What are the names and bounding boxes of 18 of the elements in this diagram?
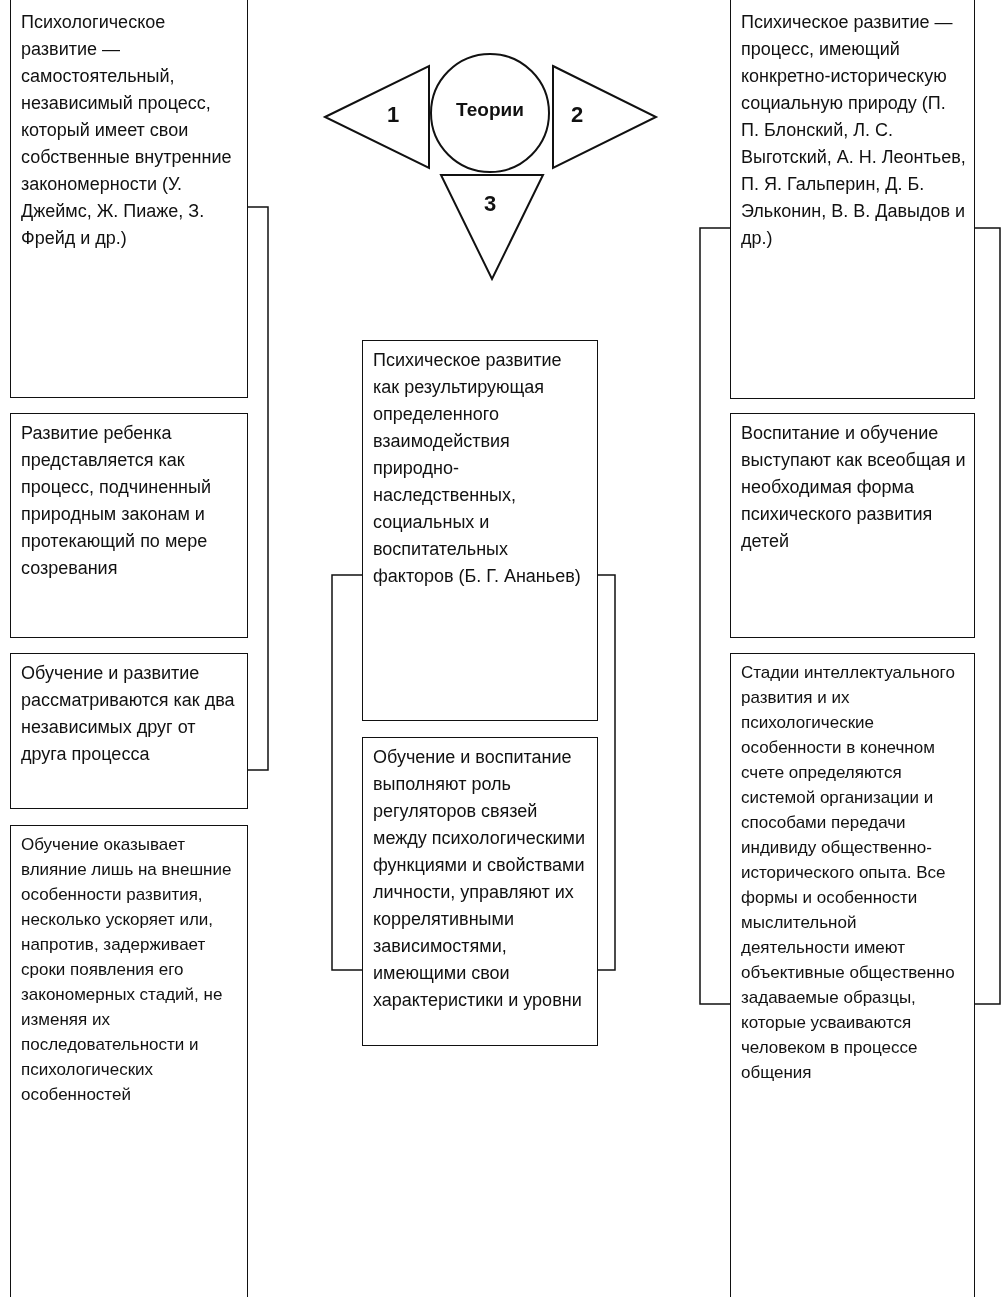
text-box: Обучение оказывает влияние лишь на внешние особенности развития, несколько ускоряет или, напротив, задерживает сроки появления его закономерных стадий, не изменяя их последовательности и психологических особенностей [10,825,248,1297]
bracket-line [247,206,269,771]
number-label: 2 [571,102,584,128]
bracket-line [699,227,731,1005]
title-label: Теории [455,99,525,121]
text-box: Обучение и воспитание выполняют роль регуляторов связей между психологическими функциями и свойствами личности, управляют их коррелятивными зависимостями, имеющими свои характеристики и уровни [362,737,598,1046]
text-box: Развитие ребенка представляется как процесс, подчиненный природным законам и протекающий по мере созревания [10,413,248,638]
bracket-line [331,574,363,971]
text-box: Обучение и развитие рассматриваются как два независимых друг от друга процесса [10,653,248,809]
text-box: Психическое развитие как результирующая определенного взаимодействия природно-наследственных, социальных и воспитательных факторов (Б. Г. Ананьев) [362,340,598,721]
text-box: Воспитание и обучение выступают как всеобщая и необходимая форма психического развития детей [730,413,975,638]
text-box: Психологическое развитие — самостоятельный, независимый процесс, который имеет свои собственные внутренние закономерности (У. Джеймс, Ж. Пиаже, З. Фрейд и др.) [10,0,248,398]
bracket-line [597,574,616,971]
text-box: Психическое развитие — процесс, имеющий конкретно-историческую социальную природу (П. П. Блонский, Л. С. Выготский, А. Н. Леонтьев, П. Я. Гальперин, Д. Б. Эльконин, В. В. Давыдов и др.) [730,0,975,399]
text-box: Стадии интеллектуального развития и их психологические особенности в конечном счете определяются системой организации и способами передачи индивиду общественно-исторического опыта. Все формы и особенности мыслительной деятельности имеют объективные общественно задаваемые образцы, которые усваиваются человеком в процессе общения [730,653,975,1297]
number-label: 3 [484,191,497,217]
bracket-line [974,227,1001,1005]
number-label: 1 [387,102,400,128]
